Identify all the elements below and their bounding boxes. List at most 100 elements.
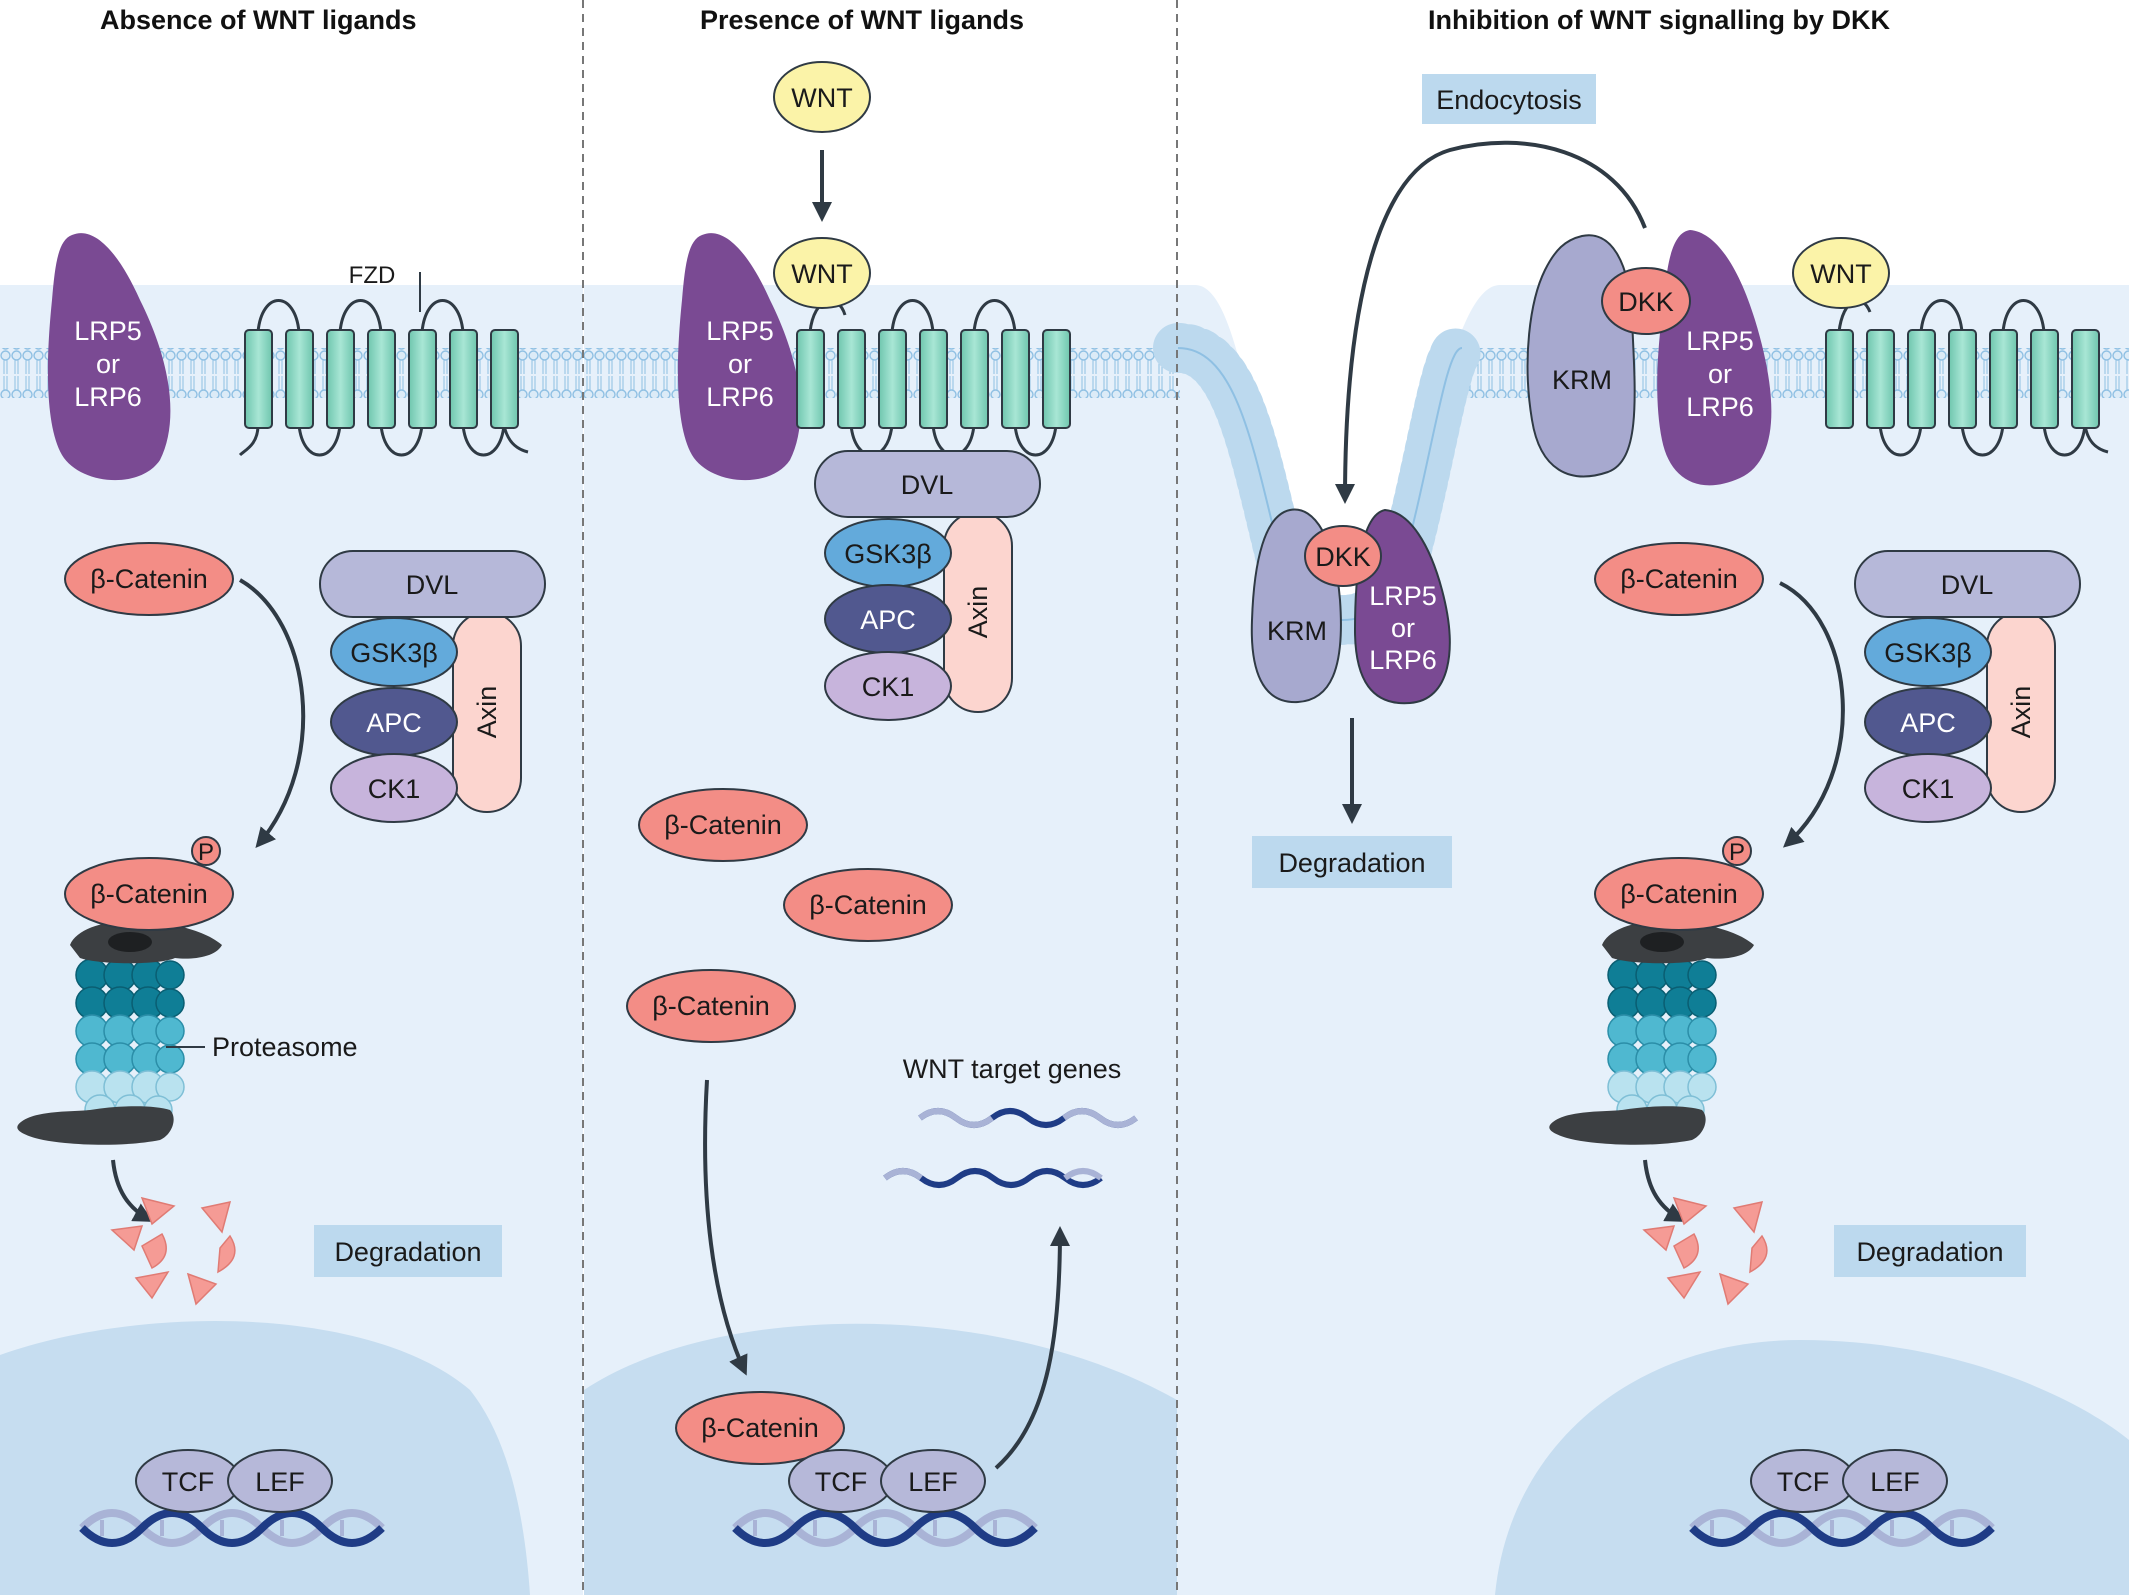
lrp-receptor bbox=[47, 233, 171, 481]
dvl-label: DVL bbox=[406, 570, 459, 600]
gsk3b-2-label: GSK3β bbox=[844, 539, 932, 569]
nucleus-2 bbox=[584, 1323, 1177, 1595]
phosphate-label-3: P bbox=[1729, 839, 1745, 866]
destruction-complex-2: Axin DVL GSK3β APC CK1 bbox=[814, 450, 1041, 721]
beta-catenin-b bbox=[783, 868, 953, 942]
tcf-label-2: TCF bbox=[815, 1467, 867, 1497]
lef-label-1: LEF bbox=[255, 1467, 305, 1497]
axin-label: Axin bbox=[472, 686, 502, 739]
degradation-box-endo bbox=[1252, 836, 1452, 888]
beta-catenin-phospho-3 bbox=[1594, 857, 1764, 931]
lrp-int-line1: LRP5 bbox=[1369, 581, 1437, 611]
beta-catenin-nuclear bbox=[675, 1391, 845, 1465]
dvl bbox=[319, 550, 546, 618]
lrp-surf-line1: LRP5 bbox=[1686, 326, 1754, 356]
lrp-label-line3: LRP6 bbox=[74, 382, 142, 412]
degradation-box-3 bbox=[1834, 1225, 2026, 1277]
wnt-unbound-label: WNT bbox=[1810, 259, 1871, 289]
tcf-label-3: TCF bbox=[1777, 1467, 1829, 1497]
beta-catenin-c bbox=[626, 969, 796, 1043]
panel-2-title: Presence of WNT ligands bbox=[700, 5, 1024, 35]
proteasome bbox=[17, 920, 222, 1145]
dkk-surface bbox=[1601, 267, 1691, 335]
lef-1 bbox=[227, 1449, 333, 1513]
lef-label-2: LEF bbox=[908, 1467, 958, 1497]
apc-3-label: APC bbox=[1900, 708, 1956, 738]
wnt-bound bbox=[773, 237, 871, 309]
krm-surface bbox=[1526, 234, 1636, 478]
wnt-bound-label: WNT bbox=[791, 259, 852, 289]
apc-label: APC bbox=[366, 708, 422, 738]
lrp-int-line2: or bbox=[1391, 613, 1415, 643]
beta-catenin-free bbox=[64, 542, 234, 616]
beta-catenin-free-3-label: β-Catenin bbox=[1620, 564, 1738, 594]
lef-3 bbox=[1842, 1449, 1948, 1513]
dkk-internalised bbox=[1304, 525, 1382, 587]
endocytosis-box bbox=[1422, 74, 1596, 124]
panel-2: WNT LRP5 or LRP6 WNT Axin DVL bbox=[626, 61, 1138, 1543]
lef-2 bbox=[880, 1449, 986, 1513]
panel-1-title: Absence of WNT ligands bbox=[100, 5, 417, 35]
fzd-label: FZD bbox=[349, 262, 396, 289]
lrp-label-line2: or bbox=[96, 349, 120, 379]
proteasome-3 bbox=[1549, 920, 1754, 1145]
gsk3b bbox=[330, 617, 458, 687]
ck1 bbox=[330, 753, 458, 823]
beta-catenin-phospho-3-label: β-Catenin bbox=[1620, 879, 1738, 909]
beta-catenin-nuclear-label: β-Catenin bbox=[701, 1413, 819, 1443]
panel-1: LRP5 or LRP6 FZD Axin DVL bbox=[17, 233, 546, 1543]
degradation-label-1: Degradation bbox=[334, 1237, 481, 1267]
ck1-2-label: CK1 bbox=[862, 672, 915, 702]
axin-3-label: Axin bbox=[2006, 686, 2036, 739]
fzd-receptor-3 bbox=[1825, 299, 2109, 457]
lrp-int-line3: LRP6 bbox=[1369, 645, 1437, 675]
destruction-complex-3: Axin DVL GSK3β APC CK1 bbox=[1854, 550, 2081, 823]
beta-catenin-a-label: β-Catenin bbox=[664, 810, 782, 840]
phosphate-badge-3 bbox=[1722, 836, 1752, 866]
axin-2-label: Axin bbox=[963, 586, 993, 639]
krm-internalised-label: KRM bbox=[1267, 616, 1327, 646]
lrp-label-line1: LRP5 bbox=[74, 316, 142, 346]
lrp-receptor-2 bbox=[677, 233, 801, 481]
ck1-3-label: CK1 bbox=[1902, 774, 1955, 804]
wnt-target-genes-label: WNT target genes bbox=[903, 1054, 1122, 1084]
lef-label-3: LEF bbox=[1870, 1467, 1920, 1497]
phosphate-badge bbox=[191, 836, 221, 866]
fzd-receptor-2 bbox=[796, 299, 1071, 457]
apc-2-label: APC bbox=[860, 605, 916, 635]
proteasome-label: Proteasome bbox=[212, 1032, 358, 1062]
fzd-receptor bbox=[238, 299, 529, 457]
degradation-box-1 bbox=[314, 1225, 502, 1277]
gsk3b-3-label: GSK3β bbox=[1884, 638, 1972, 668]
wnt-free bbox=[773, 61, 871, 133]
dkk-surface-label: DKK bbox=[1618, 287, 1674, 317]
beta-catenin-phospho-label: β-Catenin bbox=[90, 879, 208, 909]
dvl-3-label: DVL bbox=[1941, 570, 1994, 600]
beta-catenin-phospho bbox=[64, 857, 234, 931]
lrp-2-label-line2: or bbox=[728, 349, 752, 379]
dkk-internalised-label: DKK bbox=[1315, 542, 1371, 572]
beta-catenin-free-3 bbox=[1594, 542, 1764, 616]
destruction-complex: Axin DVL GSK3β APC CK1 bbox=[319, 550, 546, 823]
lrp-surf-line3: LRP6 bbox=[1686, 392, 1754, 422]
beta-catenin-a bbox=[638, 788, 808, 862]
wnt-unbound bbox=[1792, 237, 1890, 309]
degradation-label-endo: Degradation bbox=[1278, 848, 1425, 878]
lrp-2-label-line1: LRP5 bbox=[706, 316, 774, 346]
krm-surface-label: KRM bbox=[1552, 365, 1612, 395]
beta-catenin-c-label: β-Catenin bbox=[652, 991, 770, 1021]
tcf-label-1: TCF bbox=[162, 1467, 214, 1497]
lrp-surf-line2: or bbox=[1708, 359, 1732, 389]
beta-catenin-b-label: β-Catenin bbox=[809, 890, 927, 920]
lrp-surface bbox=[1657, 230, 1772, 486]
wnt-free-label: WNT bbox=[791, 83, 852, 113]
panel-3: Endocytosis KRM LRP5 or LRP6 DKK Degrada… bbox=[1250, 74, 2109, 1543]
phosphate-label: P bbox=[198, 839, 214, 866]
dvl-2-label: DVL bbox=[901, 470, 954, 500]
endocytosis-label: Endocytosis bbox=[1436, 85, 1582, 115]
lrp-2-label-line3: LRP6 bbox=[706, 382, 774, 412]
ck1-label: CK1 bbox=[368, 774, 421, 804]
mrna-transcripts bbox=[883, 1108, 1138, 1188]
panel-3-title: Inhibition of WNT signalling by DKK bbox=[1428, 5, 1890, 35]
